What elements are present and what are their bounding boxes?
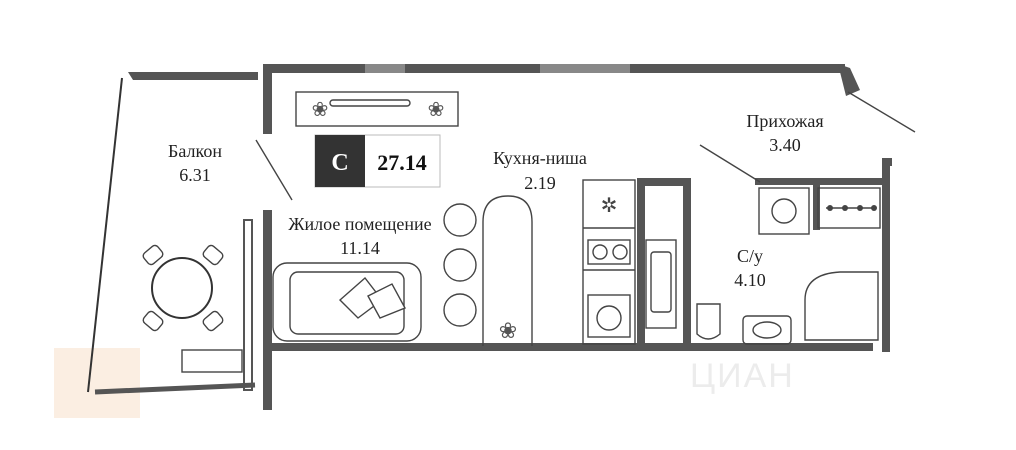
kitchen-partition-vertical (637, 178, 645, 346)
room-labels: Балкон 6.31 Жилое помещение 11.14 Кухня-… (168, 111, 824, 290)
bar-stools (443, 203, 477, 327)
bottom-wall-main (263, 343, 683, 351)
badge-total-area: 27.14 (377, 150, 427, 175)
svg-text:❀: ❀ (499, 318, 517, 343)
bar-counter: ❀ (482, 195, 533, 346)
bathroom-area: 4.10 (734, 270, 766, 290)
living-name: Жилое помещение (288, 214, 431, 234)
window-top-2 (540, 64, 630, 73)
laundry-and-wardrobe (758, 187, 881, 235)
wardrobe-divider (813, 178, 820, 230)
kitchen-partition-top (637, 178, 687, 186)
left-wall-upper (263, 64, 272, 134)
bottom-wall-bath (683, 343, 873, 351)
watermark-logo (54, 348, 140, 418)
kitchen-area: 2.19 (524, 173, 556, 193)
left-wall-lower (263, 210, 272, 410)
svg-text:❀: ❀ (428, 99, 445, 121)
kitchen-name: Кухня-ниша (493, 148, 587, 168)
badge-type: С (331, 150, 348, 176)
balcony-area: 6.31 (179, 165, 211, 185)
svg-text:❀: ❀ (312, 99, 329, 121)
hallway-area: 3.40 (769, 135, 801, 155)
window-top-1 (365, 64, 405, 73)
balcony-outline (87, 72, 293, 395)
walls (263, 64, 890, 410)
living-area: 11.14 (340, 238, 380, 258)
entrance-door (838, 64, 916, 166)
area-badge: С 27.14 (314, 134, 441, 188)
balcony-name: Балкон (168, 141, 222, 161)
bath-fixtures (645, 239, 879, 345)
tv-stand: ❀ ❀ (295, 91, 459, 127)
right-wall (882, 162, 890, 352)
watermark-text: ЦИАН (690, 357, 795, 395)
hallway-door-swing (699, 144, 761, 183)
badge-type-box (315, 135, 365, 187)
bathroom-name: С/у (737, 246, 763, 266)
sofa (272, 262, 422, 342)
svg-text:✲: ✲ (601, 195, 618, 217)
bath-wall-left (683, 178, 691, 348)
balcony-table (142, 244, 243, 373)
kitchen-units: ✲ (582, 179, 636, 345)
hallway-name: Прихожая (746, 111, 823, 131)
